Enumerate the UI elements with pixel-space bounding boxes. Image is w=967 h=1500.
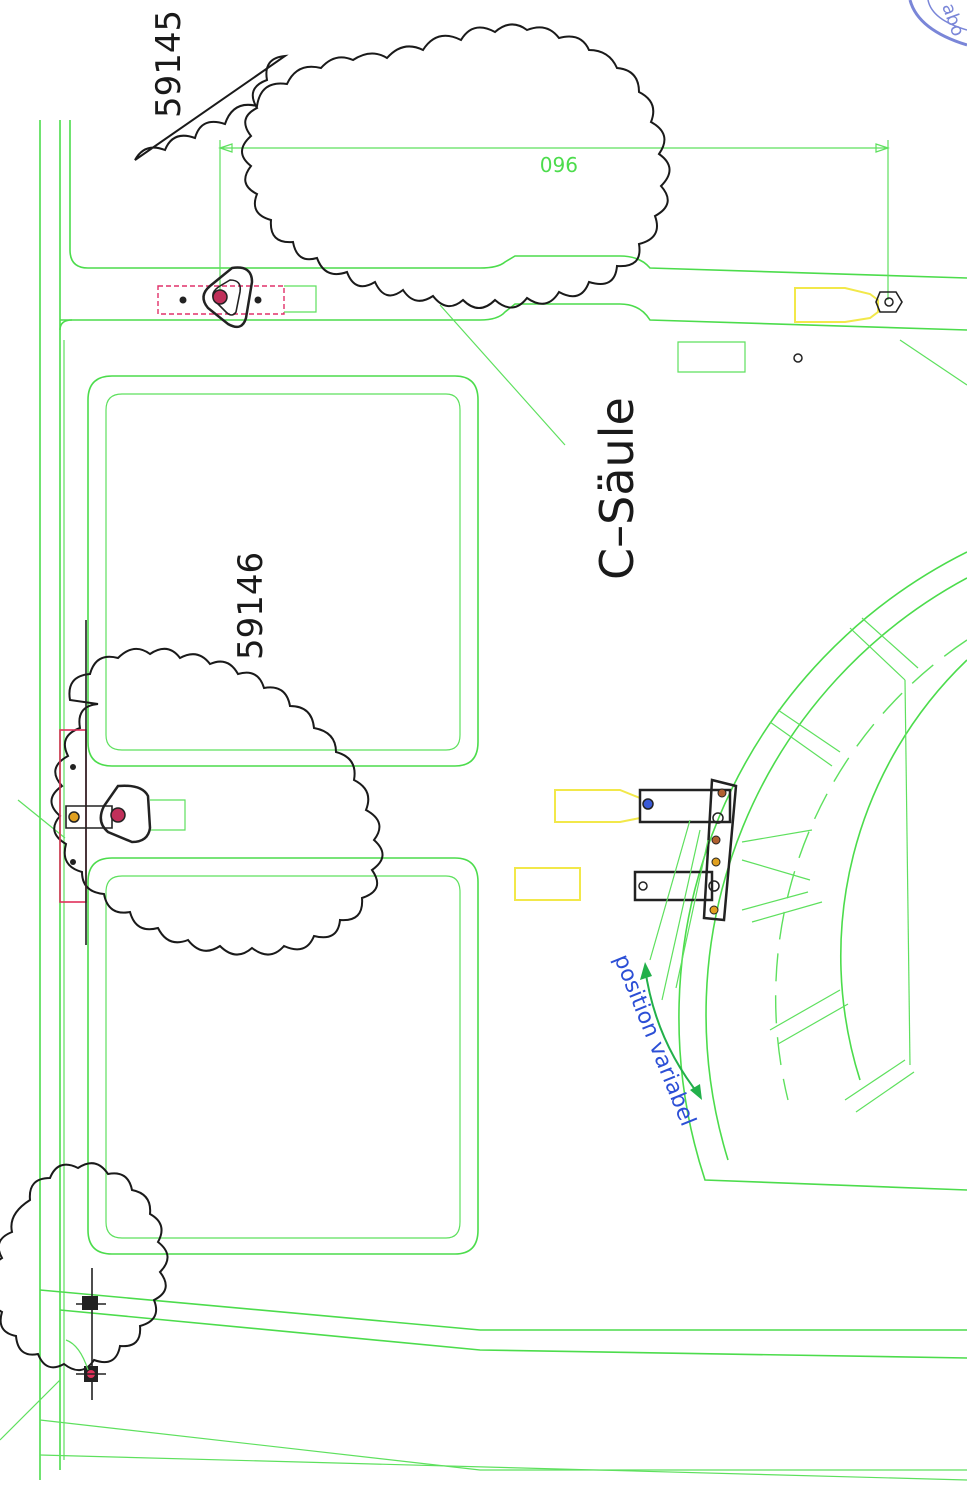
position-arrow [640,962,702,1100]
dimension-label: 960 [540,152,578,176]
position-note: position variabel [608,951,700,1130]
anchor-assembly-59145 [157,266,317,329]
anchor-assembly-59146 [59,620,186,945]
approval-stamp: abo [908,0,967,47]
lower-anchor-detail [65,1268,106,1400]
pillar-label: C–Säule [590,397,644,580]
revision-clouds [0,23,671,1371]
body-structure-lines [0,120,967,1481]
seatbelt-buckle-parts [514,778,738,1001]
seatbelt-retractor-top [677,287,903,373]
part-number-59145: 59145 [149,10,189,118]
revision-cloud-middle [50,647,384,956]
part-number-59146: 59146 [231,552,271,660]
revision-cloud-bottom [0,1162,169,1371]
revision-cloud-top [134,23,671,309]
